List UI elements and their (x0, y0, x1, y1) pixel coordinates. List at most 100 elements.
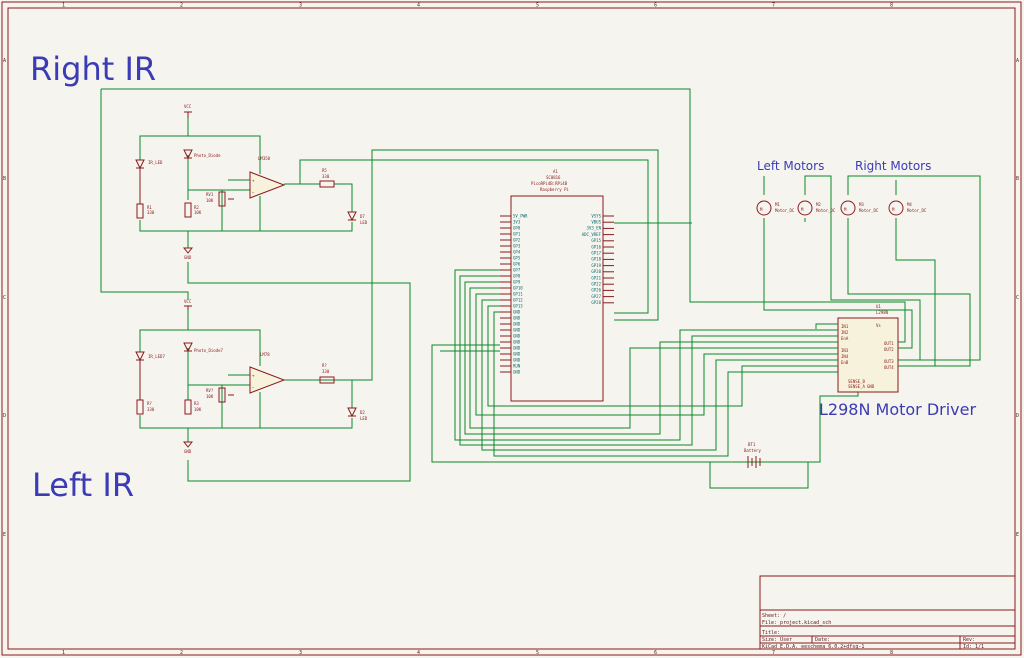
ir-led[interactable]: IR_LED7 (135, 351, 165, 400)
rpi-pin-label: 3V3_EN (587, 226, 602, 231)
ruler-row-label: A (3, 58, 6, 64)
rpi-pin-label: GND (513, 339, 521, 344)
driver-pin: IN4 (841, 354, 849, 359)
rev-label: Rev: (963, 637, 975, 643)
status-led[interactable]: D2 LED (347, 407, 368, 421)
ruler-col-label: 7 (772, 3, 775, 9)
rv1-value: 10K (206, 198, 214, 203)
ruler-col-label: 3 (299, 3, 302, 9)
resistor-r3[interactable]: R3 10K (184, 399, 202, 415)
ruler-col-label: 5 (536, 650, 539, 656)
rpi-pin-label: GND (513, 333, 521, 338)
ir-led-ref: IR_LED7 (148, 354, 165, 359)
resistor-r1[interactable]: R? 330 (136, 399, 155, 415)
rpi-pin-label: GP10 (513, 285, 523, 290)
svg-text:M: M (844, 207, 847, 212)
ruler-row-label: E (3, 532, 6, 538)
r1-value: 330 (147, 407, 155, 412)
op-amp[interactable]: + − LM78 (249, 352, 286, 394)
photo-diode[interactable]: Photo_Diode7 (183, 342, 223, 353)
rpi-pin-label: GP11 (513, 291, 523, 296)
wires (100, 88, 981, 489)
rpi-pin-label: GP1 (513, 231, 521, 236)
svg-text:−: − (252, 385, 255, 390)
motor-m2[interactable]: M M2 Motor_DC (797, 200, 836, 216)
ruler-right: A B C D E (1016, 58, 1019, 538)
ir-led-ref: IR_LED (148, 160, 163, 165)
rpi-pin-label: GP0 (513, 225, 521, 230)
l298n-driver[interactable]: U1 L298N Vs IN1 IN2 EnA IN3 IN4 EnB OUT1… (837, 304, 899, 393)
r1-value: 330 (147, 210, 155, 215)
battery[interactable]: BT1 Battery (744, 442, 761, 468)
rpi-pin-label: RUN (513, 363, 521, 368)
rpi-pin-label: GP3 (513, 243, 521, 248)
motor-m4[interactable]: M M4 Motor_DC (888, 200, 927, 216)
r5-ref: R5 (322, 168, 327, 173)
rpi-pin-label: GP8 (513, 273, 521, 278)
rpi-pin-label: 5V_PWR (513, 213, 528, 218)
driver-pin: OUT4 (884, 365, 894, 370)
potentiometer-rv[interactable]: RV? 10K (206, 387, 234, 403)
r5-value: 330 (322, 174, 330, 179)
rpi-pin-label: GND (513, 327, 521, 332)
resistor-r7[interactable]: R? 330 (319, 363, 335, 384)
status-led-value: LED (360, 416, 368, 421)
rpi-pin-label: GP12 (513, 297, 523, 302)
motor-m3[interactable]: M M3 Motor_DC (840, 200, 879, 216)
op-amp-ref: LM78 (260, 352, 270, 357)
ruler-row-label: C (1016, 295, 1019, 301)
ruler-row-label: D (3, 413, 6, 419)
rpi-left-pins: 5V_PWR3V3GP0GP1GP2GP3GP4GP5GP6GP7GP8GP9G… (500, 213, 528, 374)
vcc-symbol: VCC (184, 104, 192, 118)
motor-m3-ref: M3 (859, 202, 864, 207)
rpi-pin-label: GP26 (591, 288, 601, 293)
r7-ref: R? (322, 363, 327, 368)
ir-led[interactable]: IR_LED (135, 159, 163, 204)
motor-m2-ref: M2 (816, 202, 821, 207)
rpi-pin-label: GND (513, 351, 521, 356)
raspberry-pi[interactable]: A1 SC0816 PicoRPi4B:RPi4B Raspberry Pi 5… (500, 169, 614, 402)
svg-text:M: M (760, 207, 763, 212)
ruler-col-label: 3 (299, 650, 302, 656)
motor-m4-value: Motor_DC (907, 208, 927, 213)
rpi-pin-label: GND (513, 357, 521, 362)
ruler-row-label: B (1016, 176, 1019, 182)
op-amp[interactable]: + − LM358 (249, 156, 286, 199)
status-led[interactable]: D7 LED (347, 211, 368, 225)
resistor-r2[interactable]: R2 10K (184, 202, 202, 218)
rpi-value: SC0816 (546, 175, 561, 180)
rpi-name: Raspberry Pi (540, 187, 569, 192)
right-ir-circuit: VCC IR_LED R1 330 Photo_Diode R2 10K RV1 (135, 104, 368, 260)
rpi-pin-label: GP15 (591, 238, 601, 243)
ruler-row-label: A (1016, 58, 1019, 64)
vcc-label: VCC (184, 104, 192, 109)
ruler-col-label: 6 (654, 650, 657, 656)
rpi-pin-label: GND (513, 309, 521, 314)
driver-pin-vs: Vs (876, 323, 881, 328)
photo-diode[interactable]: Photo_Diode (183, 149, 221, 160)
potentiometer-rv1[interactable]: RV1 10K (206, 191, 234, 207)
rpi-pin-label: GND (513, 321, 521, 326)
driver-pin: IN3 (841, 348, 849, 353)
svg-text:M: M (801, 207, 804, 212)
rpi-pin-label: GP17 (591, 251, 601, 256)
driver-pin: OUT2 (884, 347, 894, 352)
rpi-ref: A1 (553, 169, 558, 174)
ruler-col-label: 7 (772, 650, 775, 656)
vcc-label: VCC (184, 299, 192, 304)
motor-m1[interactable]: M M1 Motor_DC (756, 200, 795, 216)
svg-text:+: + (252, 373, 255, 378)
svg-text:M: M (892, 207, 895, 212)
driver-ref: U1 (876, 304, 881, 309)
rpi-pin-label: GND (513, 369, 521, 374)
r1-ref: R1 (147, 205, 152, 210)
resistor-r5[interactable]: R5 330 (319, 168, 335, 188)
resistor-r1[interactable]: R1 330 (136, 203, 155, 219)
driver-pin: EnB (841, 360, 849, 365)
ruler-col-label: 8 (890, 650, 893, 656)
rpi-pin-label: ADC_VREF (582, 232, 602, 237)
ruler-row-label: C (3, 295, 6, 301)
driver-pin: OUT3 (884, 359, 894, 364)
rpi-pin-label: 3V3 (513, 219, 521, 224)
